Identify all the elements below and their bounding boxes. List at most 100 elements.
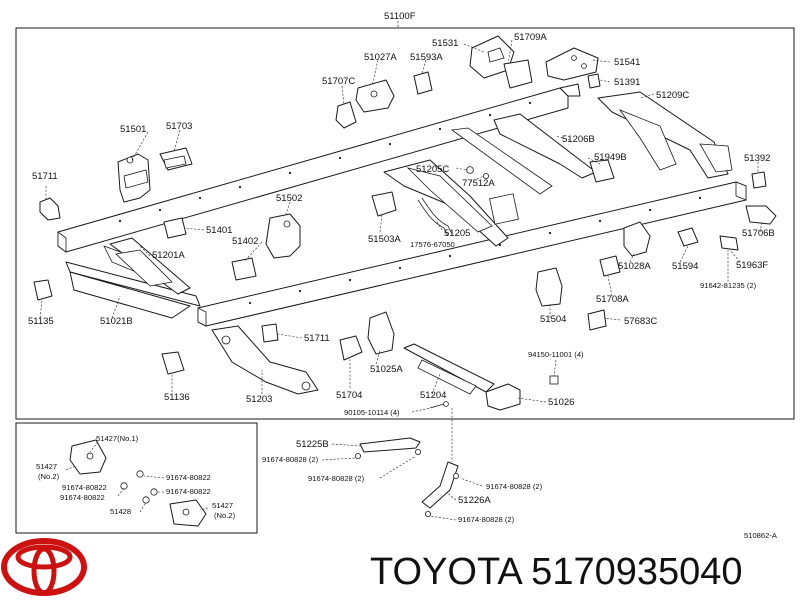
label-51026: 51026 xyxy=(548,397,574,408)
main-labels: 51501 51703 51711 51027A 51593A 51707C 5… xyxy=(28,32,775,417)
bracket-51135 xyxy=(33,279,53,301)
bracket-51402 xyxy=(231,257,257,281)
label-51206B: 51206B xyxy=(562,134,595,145)
label-51503A: 51503A xyxy=(368,234,401,245)
label-51704: 51704 xyxy=(336,390,362,401)
bracket-51504 xyxy=(535,267,563,307)
bracket-51401 xyxy=(163,217,187,239)
bracket-51136 xyxy=(161,351,185,375)
label-51392: 51392 xyxy=(744,153,770,164)
label-51703: 51703 xyxy=(166,121,192,132)
bracket-51502 xyxy=(265,213,301,259)
label-51963F: 51963F xyxy=(736,260,768,271)
assembly-label: 51100F xyxy=(384,11,416,22)
label-77512A: 77512A xyxy=(462,178,495,189)
label-51021B: 51021B xyxy=(100,316,133,327)
bracket-51503A xyxy=(371,191,397,217)
label-51427-left-no2: (No.2) xyxy=(38,472,60,481)
label-51711: 51711 xyxy=(32,171,58,182)
rail-holes xyxy=(118,101,702,305)
crossmember-51201A xyxy=(109,237,191,295)
label-51204: 51204 xyxy=(420,390,446,401)
bracket-57683C xyxy=(587,309,607,331)
label-51391: 51391 xyxy=(614,77,640,88)
bracket-51027A xyxy=(355,79,395,113)
label-91674-80822-d: 91674-80822 xyxy=(60,493,105,502)
bracket-51541 xyxy=(545,47,599,81)
label-51201A: 51201A xyxy=(152,250,185,261)
label-51428: 51428 xyxy=(110,507,131,516)
label-51706B: 51706B xyxy=(742,228,775,239)
label-51711-b: 51711 xyxy=(304,333,330,344)
label-51531: 51531 xyxy=(432,38,458,49)
label-91674-80822-c: 91674-80822 xyxy=(166,487,211,496)
label-51541: 51541 xyxy=(614,57,640,68)
label-51427-right-no2: (No.2) xyxy=(214,511,236,520)
crossmember-51204 xyxy=(403,343,495,395)
bracket-51949B xyxy=(589,159,615,183)
label-57683C: 57683C xyxy=(624,316,657,327)
label-51203: 51203 xyxy=(246,394,272,405)
crossmember-51203 xyxy=(211,325,319,395)
bracket-51025A xyxy=(367,311,395,355)
label-51501: 51501 xyxy=(120,124,146,135)
tube-51225B xyxy=(354,437,421,459)
frame-rail-front xyxy=(197,181,747,327)
label-51707C: 51707C xyxy=(322,76,355,87)
bracket-51026 xyxy=(485,383,521,411)
bracket-51706B xyxy=(745,205,777,225)
label-51025A: 51025A xyxy=(370,364,403,375)
label-51209C: 51209C xyxy=(656,90,689,101)
inset-diagram-border xyxy=(15,422,258,534)
label-51226A: 51226A xyxy=(458,495,491,506)
inset-mount-parts xyxy=(69,439,207,527)
label-51028A: 51028A xyxy=(618,261,651,272)
label-91674-80822-b: 91674-80822 xyxy=(62,483,107,492)
label-51136: 51136 xyxy=(164,392,190,403)
label-91674-80828-a: 91674-80828 (2) xyxy=(262,455,319,464)
crossmember-51209C xyxy=(597,91,733,179)
label-51135: 51135 xyxy=(28,316,54,327)
bracket-51028A xyxy=(623,221,651,257)
label-17576-67050: 17576-67050 xyxy=(410,240,455,249)
bracket-51704 xyxy=(339,335,363,361)
pipe-17576-67050 xyxy=(417,197,453,237)
figure-code: 510862-A xyxy=(744,531,778,540)
brand-part-number: TOYOTA 5170935040 xyxy=(370,551,743,593)
lower-labels: 51225B 91674-80828 (2) 91674-80828 (2) 9… xyxy=(262,439,778,540)
crossmember-51206B xyxy=(450,113,597,195)
label-51427-left: 51427 xyxy=(36,462,57,471)
nut-94150-11001 xyxy=(549,375,559,385)
crossmember-center-51205 xyxy=(383,159,519,247)
bracket-51593A xyxy=(413,71,433,95)
bracket-51501 xyxy=(117,153,151,203)
label-51593A: 51593A xyxy=(410,52,443,63)
bolt-90105-10114 xyxy=(429,401,449,409)
bracket-51707C xyxy=(335,101,357,129)
bracket-51703 xyxy=(159,147,193,171)
label-51709A: 51709A xyxy=(514,32,547,43)
label-51205: 51205 xyxy=(444,228,470,239)
bracket-51205C-77512A xyxy=(466,166,489,179)
bracket-51711b xyxy=(261,323,279,343)
leader-lines xyxy=(39,39,763,521)
main-diagram-border xyxy=(15,27,795,420)
bracket-51708A xyxy=(599,255,621,277)
bracket-51392 xyxy=(751,171,767,189)
bolt-51963F xyxy=(719,235,739,251)
label-91674-80828-b: 91674-80828 (2) xyxy=(308,474,365,483)
label-91642-81235: 91642-81235 (2) xyxy=(700,281,757,290)
toyota-logo-icon xyxy=(1,538,87,596)
bracket-51391 xyxy=(587,73,601,89)
label-51205C: 51205C xyxy=(416,164,449,175)
bracket-51531-51709A xyxy=(469,35,533,89)
label-51502: 51502 xyxy=(276,193,302,204)
label-51708A: 51708A xyxy=(596,294,629,305)
label-51427-right: 51427 xyxy=(212,501,233,510)
label-51594: 51594 xyxy=(672,261,698,272)
label-91674-80828-c: 91674-80828 (2) xyxy=(486,482,543,491)
label-51504: 51504 xyxy=(540,314,566,325)
label-51949B: 51949B xyxy=(594,152,627,163)
label-51402: 51402 xyxy=(232,236,258,247)
